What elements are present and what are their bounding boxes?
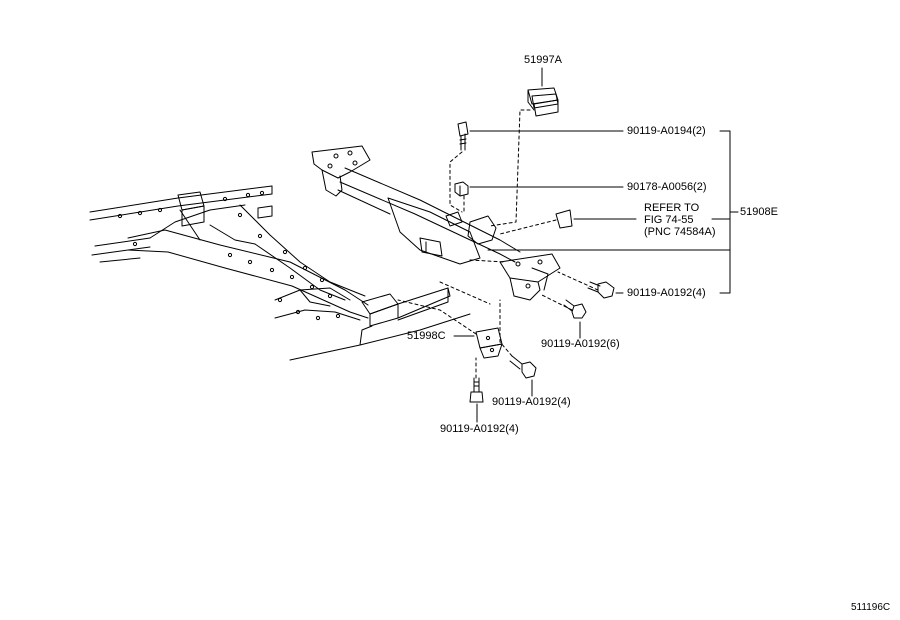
nut-0056-part [454, 181, 469, 197]
bracket-part [475, 327, 503, 359]
bolt-right-part [587, 281, 615, 299]
label-bolt-0192-lower: 90119-A0192(4) [492, 396, 571, 408]
bolt-bottom-part [469, 377, 484, 403]
label-51997a: 51997A [524, 54, 562, 66]
vehicle-frame-illustration [89, 185, 471, 361]
assembly-guide-lines [397, 109, 599, 379]
label-refer-line2: FIG 74-55 [644, 214, 694, 226]
shim-part [555, 209, 573, 229]
label-51998c: 51998C [407, 330, 446, 342]
bolt-lower-part [509, 355, 537, 379]
label-bolt-0192-center: 90119-A0192(6) [541, 338, 620, 350]
leader-lines [453, 67, 739, 423]
label-bolt-0192-right: 90119-A0192(4) [627, 287, 706, 299]
insulator-part [527, 87, 559, 117]
bolt-0194-part [457, 121, 469, 151]
label-refer-line3: (PNC 74584A) [644, 226, 716, 238]
label-refer-line1: REFER TO [644, 202, 700, 214]
label-bolt-0194: 90119-A0194(2) [627, 125, 706, 137]
label-51908e: 51908E [740, 206, 778, 218]
label-bolt-0192-bottom: 90119-A0192(4) [440, 423, 519, 435]
bolt-center-part [563, 299, 587, 319]
frame-rivets [117, 190, 341, 321]
label-nut-0056: 90178-A0056(2) [627, 181, 707, 193]
crossmember-assembly [311, 145, 561, 301]
figure-code: 511196C [851, 602, 891, 613]
